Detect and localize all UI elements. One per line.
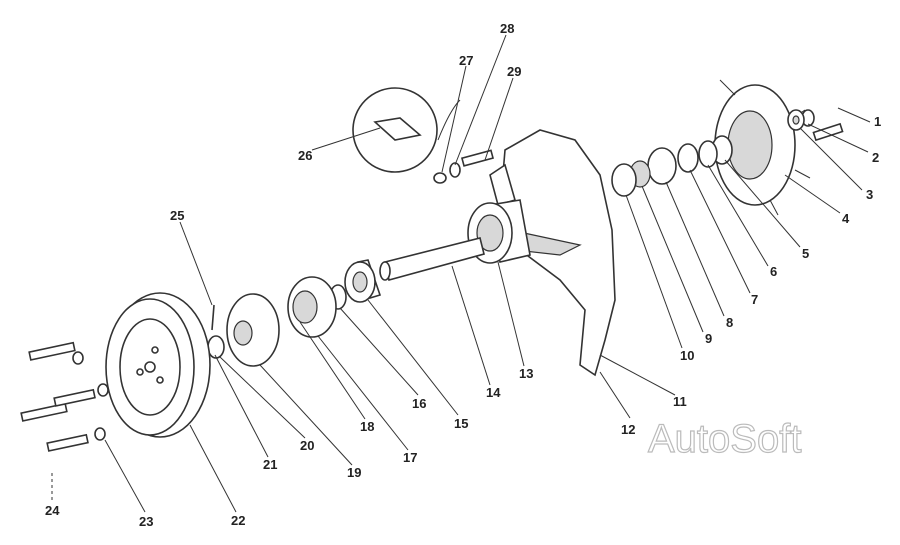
callout-15: 15	[454, 416, 468, 431]
washer	[207, 335, 225, 359]
pulley-bolts	[20, 341, 109, 452]
callout-5: 5	[802, 246, 809, 261]
callout-14: 14	[486, 385, 501, 400]
watermark: AutoSoft	[648, 417, 801, 461]
callout-2: 2	[872, 150, 879, 165]
callout-17: 17	[403, 450, 417, 465]
ball-bearing	[344, 259, 382, 303]
callout-12: 12	[621, 422, 635, 437]
callout-22: 22	[231, 513, 245, 528]
callout-11: 11	[673, 394, 687, 409]
pin	[211, 304, 215, 331]
shaft	[379, 237, 485, 281]
pulley-hub	[226, 293, 280, 367]
callout-24: 24	[45, 503, 60, 518]
callout-3: 3	[866, 187, 873, 202]
callout-25: 25	[170, 208, 184, 223]
callout-19: 19	[347, 465, 361, 480]
callout-21: 21	[263, 457, 277, 472]
seal-assembly	[611, 135, 733, 197]
callout-7: 7	[751, 292, 758, 307]
rear-cover-plate	[714, 79, 811, 216]
callout-27: 27	[459, 53, 473, 68]
callout-10: 10	[680, 348, 694, 363]
leader-lines	[51, 34, 871, 513]
detail-inset	[352, 87, 494, 184]
callout-29: 29	[507, 64, 521, 79]
callout-1: 1	[874, 114, 881, 129]
pulley	[105, 292, 211, 438]
callout-6: 6	[770, 264, 777, 279]
front-bearing	[287, 276, 337, 338]
callout-13: 13	[519, 366, 533, 381]
callout-16: 16	[412, 396, 426, 411]
bolt-and-washers	[787, 109, 844, 142]
callout-4: 4	[842, 211, 850, 226]
callout-28: 28	[500, 21, 514, 36]
callout-8: 8	[726, 315, 733, 330]
callout-26: 26	[298, 148, 312, 163]
callout-labels: 1 2 3 4 5 6 7 8 9 10 11 12 13 14 15 16 1…	[45, 21, 881, 529]
callout-20: 20	[300, 438, 314, 453]
callout-9: 9	[705, 331, 712, 346]
callout-18: 18	[360, 419, 374, 434]
callout-23: 23	[139, 514, 153, 529]
